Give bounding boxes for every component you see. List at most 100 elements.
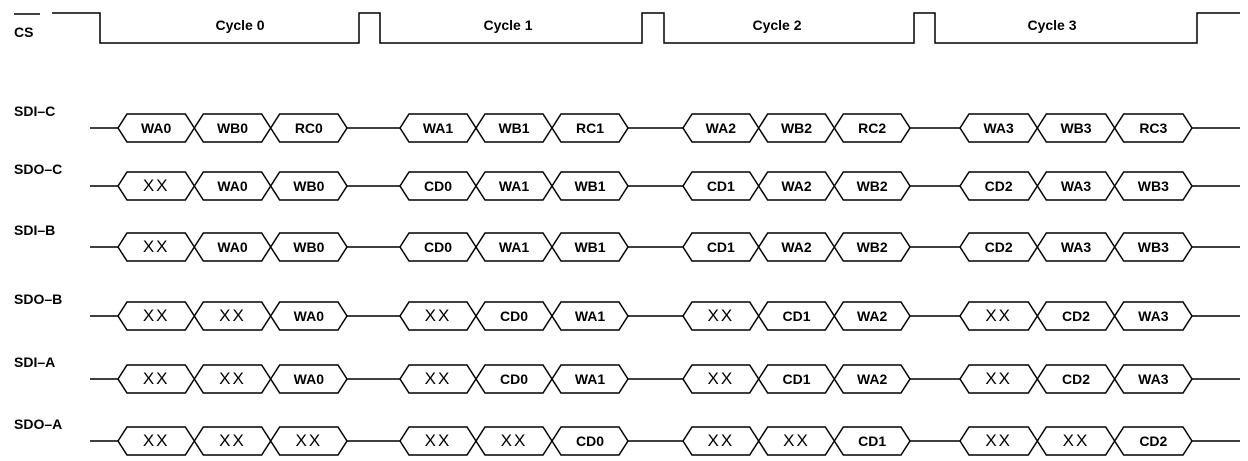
signal-row: SDO–B XX XX WA0 XX CD0 WA1 XX CD1 WA2 XX CD2 WA3 bbox=[14, 291, 1240, 331]
data-cell-label: CD1 bbox=[782, 371, 810, 387]
data-cell-shape bbox=[551, 232, 629, 262]
signal-label: SDI–A bbox=[14, 354, 55, 370]
data-cell-shape bbox=[551, 426, 629, 456]
data-cell-label: WA2 bbox=[706, 120, 737, 136]
data-cell-label: RC0 bbox=[295, 120, 323, 136]
data-cell-label: WB1 bbox=[574, 239, 605, 255]
data-cell-shape bbox=[833, 426, 911, 456]
dont-care-cell: XX bbox=[295, 431, 322, 450]
dont-care-cell: XX bbox=[219, 431, 246, 450]
data-cell-label: WA1 bbox=[499, 178, 530, 194]
data-cell-label: WA3 bbox=[1138, 371, 1169, 387]
dont-care-cell: XX bbox=[1063, 431, 1090, 450]
data-cell-label: WA0 bbox=[217, 178, 248, 194]
data-cell-label: WA1 bbox=[575, 308, 606, 324]
data-cell-label: WA3 bbox=[1061, 239, 1092, 255]
data-cell-label: CD2 bbox=[1062, 371, 1090, 387]
data-cell-shape bbox=[1113, 426, 1193, 456]
signal-label: SDI–C bbox=[14, 103, 55, 119]
data-cell-label: WA0 bbox=[294, 308, 325, 324]
data-cell-shape bbox=[833, 232, 911, 262]
data-cell-label: WA2 bbox=[781, 178, 812, 194]
dont-care-cell: XX bbox=[707, 431, 734, 450]
data-cell-shape bbox=[269, 426, 348, 456]
data-cell-shape bbox=[1113, 301, 1193, 331]
data-cell-label: WB1 bbox=[498, 120, 529, 136]
data-cell-label: WA3 bbox=[1061, 178, 1092, 194]
data-cell-label: CD0 bbox=[500, 308, 528, 324]
dont-care-cell: XX bbox=[143, 306, 170, 325]
data-cell-label: WB2 bbox=[857, 178, 888, 194]
data-cell-label: WA0 bbox=[141, 120, 172, 136]
data-cell-label: WA0 bbox=[217, 239, 248, 255]
data-cell-label: WB0 bbox=[293, 178, 324, 194]
dont-care-cell: XX bbox=[985, 369, 1012, 388]
data-cell-label: WA3 bbox=[1138, 308, 1169, 324]
data-cell-label: CD2 bbox=[1062, 308, 1090, 324]
data-cell-label: WA3 bbox=[983, 120, 1014, 136]
data-cell-label: CD0 bbox=[424, 178, 452, 194]
dont-care-cell: XX bbox=[425, 306, 452, 325]
data-cell-label: CD2 bbox=[985, 178, 1013, 194]
cycle-label-2: Cycle 2 bbox=[752, 17, 801, 33]
data-cell-label: WA1 bbox=[499, 239, 530, 255]
data-cell-label: CD1 bbox=[707, 178, 735, 194]
dont-care-cell: XX bbox=[425, 431, 452, 450]
dont-care-cell: XX bbox=[143, 431, 170, 450]
data-cell-shape bbox=[1113, 171, 1193, 201]
data-cell-shape bbox=[1113, 113, 1193, 143]
cs-waveform bbox=[52, 12, 1240, 44]
data-cell-label: WB2 bbox=[781, 120, 812, 136]
data-cell-label: WB0 bbox=[217, 120, 248, 136]
dont-care-cell: XX bbox=[707, 369, 734, 388]
signal-label: SDO–A bbox=[14, 416, 62, 432]
data-cell-shape bbox=[833, 364, 911, 394]
data-cell-label: WA2 bbox=[857, 371, 888, 387]
cs-signal-label: CS bbox=[14, 13, 40, 40]
dont-care-cell: XX bbox=[219, 369, 246, 388]
data-cell-label: WA1 bbox=[575, 371, 606, 387]
data-cell-label: WA0 bbox=[294, 371, 325, 387]
data-cell-label: CD2 bbox=[985, 239, 1013, 255]
data-cell-label: WB3 bbox=[1138, 178, 1169, 194]
dont-care-cell: XX bbox=[707, 306, 734, 325]
data-cell-label: RC3 bbox=[1139, 120, 1167, 136]
dont-care-cell: XX bbox=[425, 369, 452, 388]
cycle-label-3: Cycle 3 bbox=[1027, 17, 1076, 33]
data-cell-label: WB3 bbox=[1138, 239, 1169, 255]
cycle-label-1: Cycle 1 bbox=[483, 17, 532, 33]
data-cell-shape bbox=[269, 364, 348, 394]
data-cell-shape bbox=[269, 301, 348, 331]
dont-care-cell: XX bbox=[985, 306, 1012, 325]
data-cell-shape bbox=[1113, 364, 1193, 394]
data-cell-label: CD0 bbox=[576, 433, 604, 449]
dont-care-cell: XX bbox=[501, 431, 528, 450]
signal-label: SDO–C bbox=[14, 161, 62, 177]
dont-care-cell: XX bbox=[985, 431, 1012, 450]
data-cell-shape bbox=[833, 171, 911, 201]
data-cell-label: WB0 bbox=[293, 239, 324, 255]
data-cell-shape bbox=[551, 113, 629, 143]
dont-care-cell: XX bbox=[219, 306, 246, 325]
signal-label: SDI–B bbox=[14, 222, 55, 238]
data-cell-label: RC2 bbox=[858, 120, 886, 136]
data-cell-label: CD1 bbox=[782, 308, 810, 324]
cs-label: CS bbox=[14, 24, 33, 40]
signal-label: SDO–B bbox=[14, 291, 62, 307]
data-cell-shape bbox=[833, 113, 911, 143]
cycle-label-0: Cycle 0 bbox=[215, 17, 264, 33]
dont-care-cell: XX bbox=[783, 431, 810, 450]
data-cell-shape bbox=[551, 301, 629, 331]
data-cell-shape bbox=[833, 301, 911, 331]
data-cell-label: WA2 bbox=[857, 308, 888, 324]
dont-care-cell: XX bbox=[143, 369, 170, 388]
data-cell-label: CD0 bbox=[424, 239, 452, 255]
data-cell-label: CD1 bbox=[707, 239, 735, 255]
